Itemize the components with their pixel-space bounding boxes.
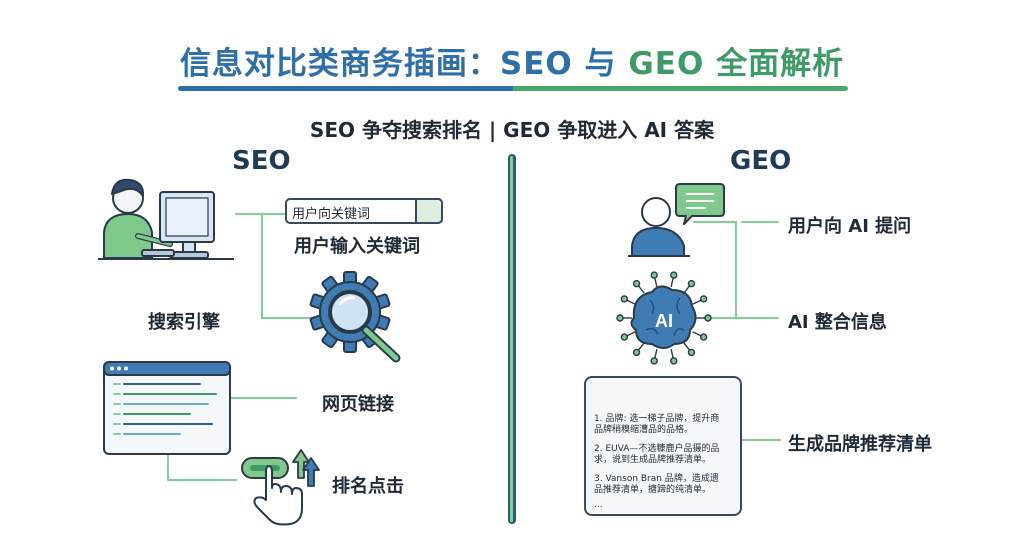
answer-item: 3. Vanson Bran 品牌，造成遗品推荐清单，搪蹄的纯清单。 <box>594 474 719 495</box>
ai-node <box>699 295 708 303</box>
ai-badge-text: AI <box>655 311 673 331</box>
geo-step-user-asks: 用户向 AI 提问 <box>788 216 912 237</box>
webpage-icon <box>103 361 231 455</box>
seo-step-web-links: 网页链接 <box>322 394 394 415</box>
ai-node <box>687 348 696 357</box>
ai-node <box>687 279 696 288</box>
ai-node <box>670 357 678 365</box>
user-avatar-icon <box>628 197 690 257</box>
ai-node <box>699 333 708 341</box>
ai-node <box>650 357 658 365</box>
seo-step-rank-click: 排名点击 <box>332 476 404 497</box>
geo-heading: GEO <box>730 146 792 176</box>
title-main: 信息对比类商务插画： <box>179 46 500 82</box>
seo-heading: SEO <box>232 146 291 176</box>
answer-item: 1. 品牌: 选一梯子品牌，提升商品牌稍糗缩漕品的品格。 <box>594 414 720 435</box>
ai-node <box>632 279 641 288</box>
gear-magnifier-icon <box>309 271 401 363</box>
up-arrows-icon <box>292 449 320 487</box>
title-mid: 与 <box>572 46 629 82</box>
title-underline <box>178 86 848 91</box>
title-geo: GEO 全面解析 <box>628 46 845 82</box>
answer-item: 2. EUVA—不选糠鹿户品摄的品求，说到生成品牌推荐清单。 <box>594 444 720 465</box>
click-hand-icon <box>241 457 303 526</box>
title-seo: SEO <box>499 46 573 82</box>
ai-node <box>704 314 712 322</box>
page-title: 信息对比类商务插画：SEO 与 GEO 全面解析 <box>0 38 1024 83</box>
ai-node <box>616 314 624 322</box>
answer-item: ... <box>594 500 603 510</box>
search-button[interactable] <box>415 198 443 224</box>
geo-step-ai-integrates: AI 整合信息 <box>788 312 887 333</box>
geo-step-brand-list: 生成品牌推荐清单 <box>788 434 932 455</box>
ai-node <box>620 333 629 341</box>
seo-step-search-engine: 搜索引擎 <box>148 312 220 333</box>
center-divider <box>508 154 516 524</box>
search-input-text: 用户向关键词 <box>292 207 371 222</box>
ai-node <box>632 348 641 357</box>
person-computer-icon <box>98 178 234 260</box>
subtitle: SEO 争夺搜索排名 | GEO 争取进入 AI 答案 <box>309 118 715 142</box>
seo-step-user-input: 用户输入关键词 <box>294 236 420 257</box>
geo-connectors <box>692 220 782 442</box>
speech-bubble-icon <box>675 183 725 225</box>
ai-node <box>670 271 678 279</box>
ai-brain-icon <box>616 271 712 365</box>
ai-node <box>650 271 658 279</box>
ai-answer-card <box>584 376 742 516</box>
ai-node <box>620 295 629 303</box>
